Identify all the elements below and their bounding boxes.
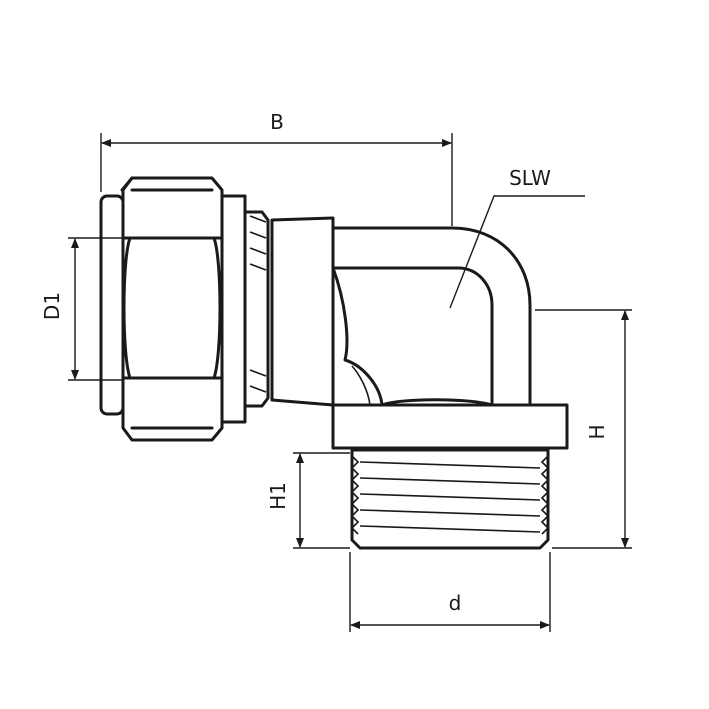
elbow-body (270, 216, 532, 407)
label-d: d (449, 591, 462, 615)
label-d1: D1 (40, 292, 64, 320)
label-h: H (585, 424, 609, 439)
label-slw: SLW (509, 166, 551, 190)
label-h1: H1 (266, 482, 290, 510)
label-b: B (270, 110, 284, 134)
dimension-h1: H1 (266, 452, 350, 549)
dimension-b: B (100, 110, 453, 226)
dimension-d1: D1 (40, 237, 122, 381)
connector-thread (243, 210, 270, 408)
flange (331, 403, 569, 450)
dimension-d: d (349, 552, 551, 632)
dimension-h: H (535, 309, 632, 549)
dimension-slw: SLW (449, 166, 585, 309)
compression-nut (99, 176, 247, 442)
male-thread (350, 448, 550, 550)
